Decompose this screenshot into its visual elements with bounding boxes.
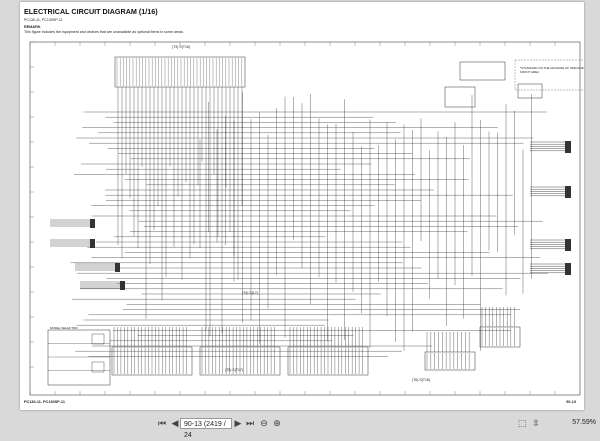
prev-page-icon[interactable]: ◀ <box>171 419 179 429</box>
select-icon[interactable]: ⇳ <box>532 419 540 429</box>
fit-page-icon[interactable]: ⬚ <box>517 419 527 429</box>
connector-label-3: (T5) S(T17) <box>225 368 244 372</box>
top-connector-block <box>114 56 246 88</box>
connector-plug <box>120 281 125 290</box>
next-page-icon[interactable]: ▶ <box>234 419 242 429</box>
zoom-level[interactable]: 57.59% <box>572 419 596 426</box>
note-box <box>514 59 584 91</box>
model-selector-table <box>47 329 111 386</box>
model-selector-label: MODEL SELECTOR <box>50 326 78 330</box>
connector-plug <box>565 141 571 153</box>
remark-text: This figure includes the equipment and d… <box>24 30 184 34</box>
connector-plug <box>90 239 95 248</box>
remark-heading: REMARK <box>24 25 41 29</box>
document-page: ELECTRICAL CIRCUIT DIAGRAM (1/16) PC130-… <box>20 2 584 410</box>
component-box <box>517 83 543 99</box>
last-page-icon[interactable]: ⏭ <box>245 419 255 429</box>
connector-plug <box>565 239 571 251</box>
component-box <box>459 61 506 81</box>
zoom-out-icon[interactable]: ⊖ <box>260 419 268 429</box>
connector-plug <box>90 219 95 228</box>
connector-plug <box>565 186 571 198</box>
first-page-icon[interactable]: ⏮ <box>157 419 167 429</box>
connector-label-2: (T4) S(17) <box>242 291 258 295</box>
viewer-toolbar: ⏮ ◀ 90-13 (2419 / 24 ▶ ⏭ ⊖ ⊕ ⬚ ⇳ 57.59% <box>0 414 600 439</box>
connector-plug <box>115 263 120 272</box>
zoom-in-icon[interactable]: ⊕ <box>273 419 281 429</box>
selector-switch <box>91 333 105 345</box>
connector-label-4: (T6) S(T18) <box>412 378 431 382</box>
connector-plug <box>565 263 571 275</box>
model-line: PC130-11, PC130SP-11 <box>24 18 63 22</box>
page-title: ELECTRICAL CIRCUIT DIAGRAM (1/16) <box>24 7 158 16</box>
connector-label-1: (T3) S(T16) <box>172 45 191 49</box>
footer-model: PC130-11, PC130SP-11 <box>24 400 65 404</box>
standard-note: *STANDARD ON THE MACHINE OF SPECIFIED FR… <box>520 66 584 74</box>
selector-switch <box>91 361 105 373</box>
page-number-field[interactable]: 90-13 (2419 / 24 <box>180 418 232 439</box>
circuit-diagram <box>29 41 584 396</box>
footer-page-number: 90-13 <box>566 400 576 404</box>
component-box <box>444 86 476 108</box>
